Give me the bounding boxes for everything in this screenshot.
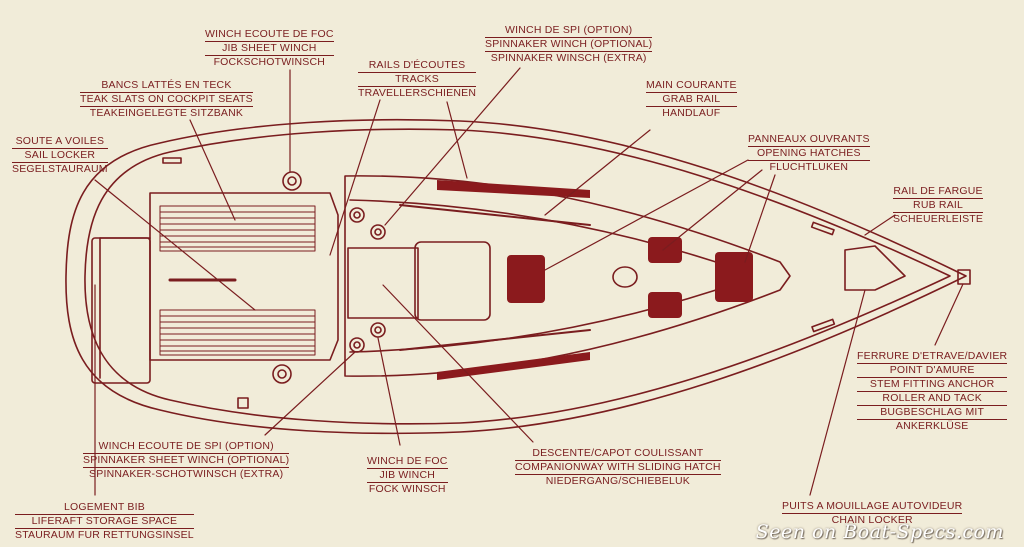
liferaft-compartment xyxy=(91,237,151,384)
label-sail-locker: SOUTE A VOILES SAIL LOCKER SEGELSTAURAUM xyxy=(12,135,108,176)
label-spinnaker-sheet-winch: WINCH ECOUTE DE SPI (OPTION) SPINNAKER S… xyxy=(83,440,290,481)
label-line: WINCH DE FOC xyxy=(367,455,448,469)
label-line: SPINNAKER SHEET WINCH (OPTIONAL) xyxy=(83,454,290,468)
winch-jib-lower-2 xyxy=(370,322,386,338)
companionway-opening xyxy=(347,247,419,319)
label-line: RAILS D'ÉCOUTES xyxy=(358,59,477,73)
winch-jib-sheet-port xyxy=(282,171,302,191)
label-line: ROLLER AND TACK xyxy=(857,392,1008,406)
teak-slats-lower xyxy=(159,309,316,356)
label-liferaft-storage: LOGEMENT BIB LIFERAFT STORAGE SPACE STAU… xyxy=(15,501,194,542)
cleat-port-aft xyxy=(162,157,182,164)
stanchion-base-2 xyxy=(811,318,836,333)
label-line: POINT D'AMURE xyxy=(857,364,1008,378)
cleat-stbd-aft xyxy=(237,397,249,409)
label-jib-sheet-winch: WINCH ECOUTE DE FOC JIB SHEET WINCH FOCK… xyxy=(205,28,334,69)
label-line: NIEDERGANG/SCHIEBELUK xyxy=(545,475,690,487)
label-line: HANDLAUF xyxy=(662,107,721,119)
teak-slats-upper xyxy=(159,205,316,252)
label-line: RUB RAIL xyxy=(893,199,984,213)
label-line: ANKERKLÜSE xyxy=(895,420,969,432)
label-line: JIB SHEET WINCH xyxy=(205,42,334,56)
label-line: SAIL LOCKER xyxy=(12,149,108,163)
label-line: WINCH DE SPI (OPTION) xyxy=(485,24,653,38)
label-line: SPINNAKER WINCH (OPTIONAL) xyxy=(485,38,653,52)
label-line: RAIL DE FARGUE xyxy=(893,185,984,199)
label-line: CHAIN LOCKER xyxy=(831,514,913,526)
leader-lines xyxy=(94,67,964,496)
label-spinnaker-winch: WINCH DE SPI (OPTION) SPINNAKER WINCH (O… xyxy=(485,24,653,65)
winch-jib-lower-1 xyxy=(349,337,365,353)
label-line: PUITS A MOUILLAGE AUTOVIDEUR xyxy=(782,500,963,514)
label-line: WINCH ECOUTE DE FOC xyxy=(205,28,334,42)
label-line: OPENING HATCHES xyxy=(748,147,870,161)
watermark-text: Seen on Boat-Specs.com xyxy=(755,521,1004,543)
label-line: PANNEAUX OUVRANTS xyxy=(748,133,870,147)
stanchion-base-1 xyxy=(810,221,835,236)
cabin-inner-line xyxy=(349,199,741,353)
label-line: FERRURE D'ETRAVE/DAVIER xyxy=(857,350,1008,364)
sliding-hatch xyxy=(414,241,491,321)
label-line: DESCENTE/CAPOT COULISSANT xyxy=(515,447,721,461)
winch-spi-upper xyxy=(370,224,386,240)
label-line: SEGELSTAURAUM xyxy=(12,163,108,175)
deck-edge-line xyxy=(84,128,951,425)
label-line: STAURAUM FUR RETTUNGSINSEL xyxy=(15,529,194,541)
label-line: SPINNAKER WINSCH (EXTRA) xyxy=(490,52,647,64)
label-line: LOGEMENT BIB xyxy=(15,501,194,515)
label-line: TRACKS xyxy=(358,73,477,87)
label-line: JIB WINCH xyxy=(367,469,448,483)
label-line: FLUCHTLUKEN xyxy=(769,161,849,173)
label-line: FOCK WINSCH xyxy=(368,483,446,495)
mast-step xyxy=(612,266,638,288)
chain-locker-lid xyxy=(844,245,906,291)
label-teak-slats: BANCS LATTÉS EN TECK TEAK SLATS ON COCKP… xyxy=(80,79,253,120)
label-stem-fitting: FERRURE D'ETRAVE/DAVIER POINT D'AMURE ST… xyxy=(857,350,1008,433)
hatch-forward-small-lower xyxy=(648,292,682,318)
label-line: TEAKEINGELEGTE SITZBANK xyxy=(89,107,244,119)
label-jib-winch: WINCH DE FOC JIB WINCH FOCK WINSCH xyxy=(367,455,448,496)
hatch-forepeak xyxy=(715,252,753,302)
stem-fitting xyxy=(957,269,971,285)
label-line: MAIN COURANTE xyxy=(646,79,737,93)
label-line: FOCKSCHOTWINSCH xyxy=(213,56,326,68)
label-line: LIFERAFT STORAGE SPACE xyxy=(15,515,194,529)
label-opening-hatches: PANNEAUX OUVRANTS OPENING HATCHES FLUCHT… xyxy=(748,133,870,174)
track-lower xyxy=(437,352,590,380)
grab-rail-lower xyxy=(399,329,591,351)
label-line: BUGBESCHLAG MIT xyxy=(857,406,1008,420)
label-line: WINCH ECOUTE DE SPI (OPTION) xyxy=(83,440,290,454)
hull-outline xyxy=(65,118,967,435)
hatch-forward-small-upper xyxy=(648,237,682,263)
grab-rail-upper xyxy=(399,204,591,226)
label-line: BANCS LATTÉS EN TECK xyxy=(80,79,253,93)
label-line: TRAVELLERSCHIENEN xyxy=(358,87,477,99)
label-line: SOUTE A VOILES xyxy=(12,135,108,149)
label-line: TEAK SLATS ON COCKPIT SEATS xyxy=(80,93,253,107)
label-rub-rail: RAIL DE FARGUE RUB RAIL SCHEUERLEISTE xyxy=(893,185,984,226)
winch-jib-upper-1 xyxy=(349,207,365,223)
label-line: STEM FITTING ANCHOR xyxy=(857,378,1008,392)
label-line: SPINNAKER-SCHOTWINSCH (EXTRA) xyxy=(89,468,284,480)
label-chain-locker: PUITS A MOUILLAGE AUTOVIDEUR CHAIN LOCKE… xyxy=(782,500,963,527)
label-line: GRAB RAIL xyxy=(646,93,737,107)
label-grab-rail: MAIN COURANTE GRAB RAIL HANDLAUF xyxy=(646,79,737,120)
winch-jib-sheet-starboard xyxy=(272,364,292,384)
label-line: SCHEUERLEISTE xyxy=(893,213,984,225)
hatch-saloon xyxy=(507,255,545,303)
track-upper xyxy=(437,180,590,198)
label-line: COMPANIONWAY WITH SLIDING HATCH xyxy=(515,461,721,475)
label-tracks: RAILS D'ÉCOUTES TRACKS TRAVELLERSCHIENEN xyxy=(358,59,477,100)
label-companionway: DESCENTE/CAPOT COULISSANT COMPANIONWAY W… xyxy=(515,447,721,488)
